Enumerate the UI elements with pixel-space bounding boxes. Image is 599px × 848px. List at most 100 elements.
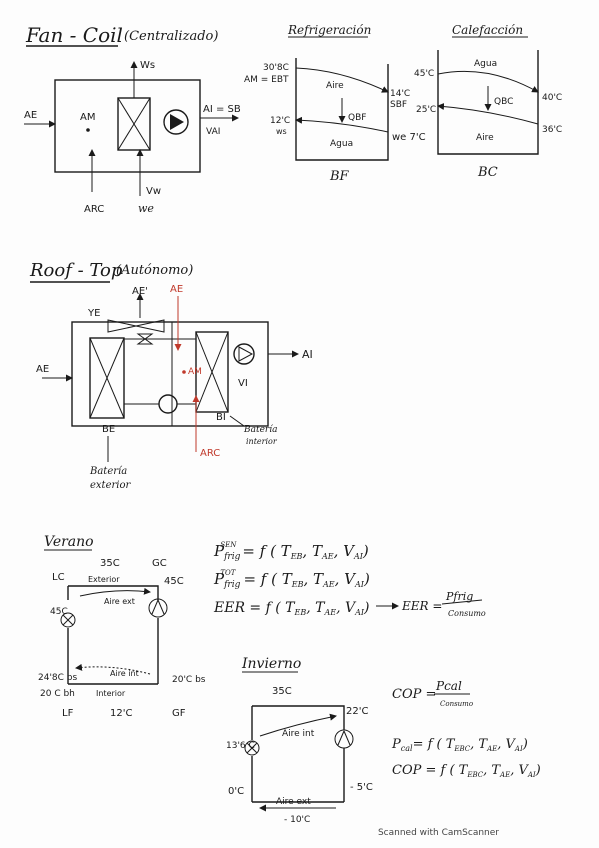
invierno-t-10: - 10'C [284,815,310,825]
expansion-valve-icon [136,333,154,345]
indoor-fan-icon [233,343,255,365]
formula-pcal: Pcal= f ( TEBC, TAE, VAI) [391,737,528,753]
verano-compressor-icon [148,598,168,618]
refrig-aire: Aire [326,81,344,91]
refrig-title: Refrigeración [287,23,371,37]
verano-lf: LF [62,708,74,719]
refrig-box [295,58,389,161]
formula-p-frig-sen: PfrigSEN= f ( TEB, TAE, VAI) [213,541,369,562]
fancoil-ws: Ws [140,60,155,71]
formula-cop2: COP = f ( TEBC, TAE, VAI) [392,763,541,779]
fancoil-subtitle: (Centralizado) [124,29,218,44]
invierno-t136: 13'6 C [226,741,255,751]
verano-interior: Interior [96,689,126,698]
interior-coil [195,331,229,413]
calef-air-line [437,102,539,125]
outdoor-fan-blade-left [107,319,137,333]
fancoil-vai: VAI [206,127,220,137]
bat-ext-label-1: Batería [89,466,127,477]
verano-t12: 12'C [110,708,132,719]
calef-aire: Aire [476,133,494,143]
calefaccion-section: Calefacción 45'C Agua 40'C QBC 25'C Aire… [414,23,562,180]
bat-int-label-2: interior [246,437,278,446]
cop-num: Pcal [435,679,462,693]
calef-t-right-top: 40'C [542,93,562,103]
cop-label: COP = [392,687,436,702]
invierno-t-5: - 5'C [350,782,373,793]
invierno-aire-ext: Aire ext [276,797,311,807]
verano-lc: LC [52,572,65,583]
fancoil-ae: AE [24,110,37,121]
calef-t-left-bot: 25'C [416,105,436,115]
rooftop-ai-left: AE [36,364,49,375]
verano-section: Verano LC GC 35C Exterior 45C 45C Aire e… [38,534,206,719]
scanner-watermark: Scanned with CamScanner [377,828,499,838]
formula-eer: EER = f ( TEB, TAE, VAI) [213,600,370,617]
rooftop-box [71,321,269,427]
formula-eer-den: Consumo [448,609,486,618]
fancoil-arc: ARC [84,204,104,215]
invierno-compressor-icon [334,729,354,749]
rooftop-ae-prime: AE' [132,286,148,297]
calef-agua: Agua [474,59,497,69]
invierno-t0: 0'C [228,786,244,797]
refrig-water-line [295,116,389,133]
refrig-we: we 7'C [392,132,426,143]
rooftop-vi: VI [238,378,248,389]
fancoil-am: AM [80,112,95,123]
rooftop-bi: BI [216,412,226,423]
rooftop-be: BE [102,424,115,435]
invierno-title: Invierno [241,656,301,672]
rooftop-ye: YE [87,308,100,319]
calef-q: QBC [494,97,513,107]
formula-p-frig-tot: PfrigTOT= f ( TEB, TAE, VAI) [213,569,370,590]
fancoil-title: Fan - Coil [25,23,123,47]
verano-title: Verano [44,534,94,550]
rooftop-arc: ARC [200,448,220,459]
invierno-aire-int: Aire int [282,729,315,739]
refrig-t-right-top: 14'C [390,89,410,99]
rooftop-subtitle: (Autónomo) [116,263,193,278]
verano-aire-ext: Aire ext [104,597,135,606]
verano-exterior: Exterior [88,575,120,584]
verano-t45r: 45C [164,576,184,587]
verano-valve-icon [60,612,76,628]
rooftop-title: Roof - Top [29,260,123,281]
verano-t24: 24'8C bs [38,673,78,683]
verano-formulas: PfrigSEN= f ( TEB, TAE, VAI) PfrigTOT= f… [213,541,486,618]
refrig-ws: ws [276,127,287,136]
refrig-agua: Agua [330,139,353,149]
verano-gc: GC [152,558,167,569]
verano-t20: 20 C bh [40,689,75,699]
bat-int-label-1: Batería [243,424,277,435]
rooftop-ai-right: AI [302,348,313,361]
refrig-label: BF [329,169,350,184]
fancoil-section: Fan - Coil (Centralizado) Ws Vw we AE AM… [24,23,241,215]
formula-eer-num: Pfrig [445,590,473,603]
cop-formulas: COP = Pcal Consumo Pcal= f ( TEBC, TAE, … [391,679,541,779]
fancoil-ai: AI = SB [203,104,241,115]
fancoil-box [54,79,201,173]
calef-water-line [437,70,539,93]
exterior-coil [89,337,125,419]
invierno-section: Invierno 35C Aire int 22'C 13'6 C 0'C - … [226,656,373,825]
fancoil-vw: Vw [146,186,161,197]
verano-aire-int: Aire int [110,669,139,678]
outdoor-fan-blade-right [135,319,165,333]
refrigeracion-section: Refrigeración 30'8C AM = EBT Aire 14'C S… [244,23,426,184]
fancoil-we: we [138,202,154,215]
invierno-t22: 22'C [346,706,368,717]
invierno-valve-icon [244,740,260,756]
bat-ext-label-2: exterior [90,480,131,491]
rooftop-ae: AE [170,284,183,295]
compressor-icon [158,394,178,414]
refrig-q: QBF [348,113,366,123]
refrig-am-ebt: AM = EBT [244,75,289,85]
verano-t35: 35C [100,558,120,569]
verano-t20r: 20'C bs [172,675,206,685]
cop-den: Consumo [440,700,473,708]
rooftop-am: AM [188,367,202,377]
refrig-air-line [295,67,389,93]
formula-eer-def: EER = [401,599,442,613]
verano-t45l: 45C [50,607,68,617]
